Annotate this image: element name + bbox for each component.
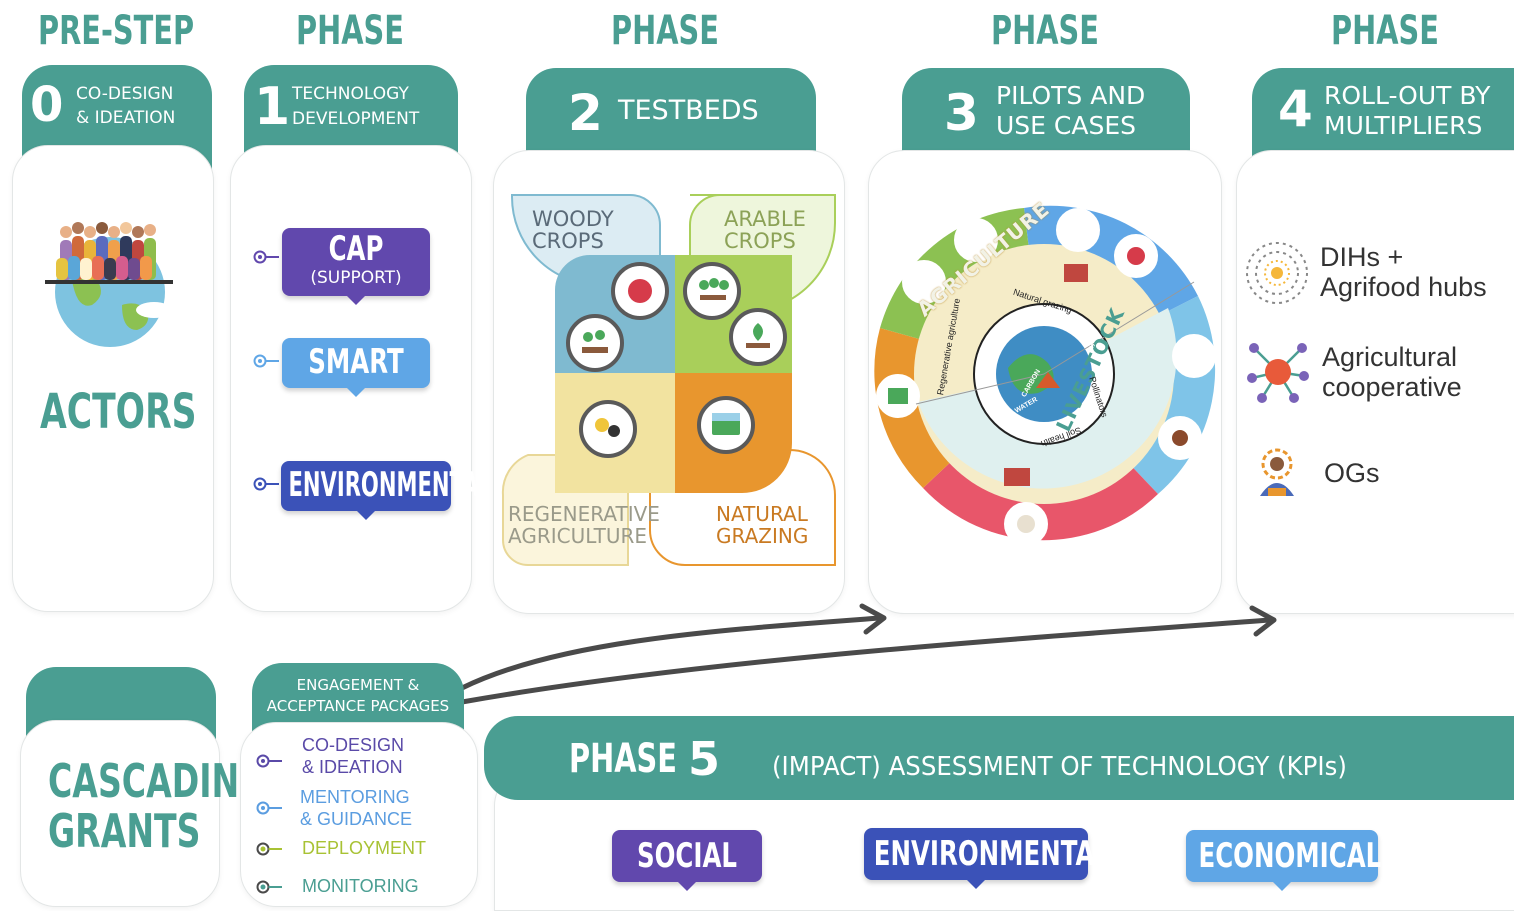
engagement-tab-line1: ENGAGEMENT &	[296, 676, 420, 694]
prestep-header: PRE-STEP	[38, 8, 195, 54]
phase3-label-line1: PILOTS AND	[996, 81, 1146, 110]
engagement-mentoring-pin-icon	[256, 801, 282, 815]
phase4-header: PHASE	[1331, 8, 1439, 54]
phase1-label-line2: DEVELOPMENT	[292, 109, 420, 129]
natural-grazing-label: NATURAL GRAZING	[716, 503, 808, 547]
phase2-header: PHASE	[611, 8, 719, 54]
phase1-header: PHASE	[296, 8, 404, 54]
engagement-mentoring-line2: & GUIDANCE	[300, 809, 413, 829]
cascading-grants-card	[20, 720, 220, 907]
social-kpi-badge: SOCIAL	[612, 830, 762, 891]
testbeds-quadrant-diagram	[501, 194, 836, 566]
phase1-number: 1	[254, 77, 291, 137]
engagement-monitoring-pin-icon	[256, 880, 282, 894]
regen-label-line2: AGRICULTURE	[508, 524, 648, 548]
cooperative-label-line2: cooperative	[1322, 372, 1462, 402]
phase5-title: (IMPACT) ASSESSMENT OF TECHNOLOGY (KPIs)	[772, 752, 1347, 782]
cap-label: CAP	[328, 229, 384, 269]
dih-label-line2: Agrifood hubs	[1320, 272, 1487, 302]
cascading-line2: GRANTS	[48, 804, 201, 858]
smart-connector-icon	[253, 354, 279, 368]
phase5-number: 5	[688, 732, 721, 786]
cap-sublabel: (SUPPORT)	[310, 268, 402, 288]
natural-label-line1: NATURAL	[716, 502, 808, 526]
regenerative-agriculture-label: REGENERATIVE AGRICULTURE	[508, 503, 660, 547]
phase3-number: 3	[944, 84, 979, 142]
regen-label-line1: REGENERATIVE	[508, 502, 660, 526]
phase5-banner	[484, 716, 1514, 800]
cap-connector-icon	[253, 250, 279, 264]
ogs-label: OGs	[1324, 458, 1380, 488]
engagement-codesign-line2: & IDEATION	[302, 757, 403, 777]
actors-label: ACTORS	[40, 384, 197, 440]
environmental-kpi-label: ENVIRONMENTAL	[873, 834, 1111, 874]
operational-groups-icon	[1260, 448, 1294, 496]
environmental-kpi-badge: ENVIRONMENTAL	[864, 828, 1111, 889]
phase2-label: TESTBEDS	[618, 95, 759, 126]
phase1-label-line1: TECHNOLOGY	[292, 84, 409, 104]
phase4-label-line1: ROLL-OUT BY	[1324, 81, 1491, 110]
woody-label-line1: WOODY	[532, 207, 614, 231]
dih-label-line1: DIHs +	[1320, 242, 1404, 272]
woody-crops-label: WOODY CROPS	[532, 208, 614, 252]
phase4-number: 4	[1278, 80, 1313, 138]
phase3-header: PHASE	[991, 8, 1099, 54]
phase3-label-line2: USE CASES	[996, 111, 1137, 140]
phase0-label-line2: & IDEATION	[76, 108, 176, 128]
engagement-deployment-pin-icon	[256, 842, 282, 856]
engagement-codesign-pin-icon	[256, 754, 282, 768]
cascading-line1: CASCADING	[48, 754, 267, 808]
arable-label-line1: ARABLE	[724, 207, 806, 231]
engagement-monitoring-label: MONITORING	[302, 876, 419, 896]
phase5-label: PHASE	[569, 736, 677, 782]
phase0-card	[12, 145, 214, 612]
engagement-card	[240, 722, 478, 907]
engagement-deployment-label: DEPLOYMENT	[302, 838, 427, 858]
economical-kpi-badge: ECONOMICAL	[1186, 830, 1382, 891]
social-kpi-label: SOCIAL	[636, 836, 738, 876]
arable-label-line2: CROPS	[724, 229, 796, 253]
cooperative-label-line1: Agricultural	[1322, 342, 1458, 372]
phase0-label-line1: CO-DESIGN	[76, 84, 174, 104]
phase4-label-line2: MULTIPLIERS	[1324, 111, 1483, 140]
dih-hub-icon	[1246, 242, 1308, 304]
phase0-number: 0	[30, 77, 64, 133]
agriculture-livestock-wheel	[874, 205, 1216, 546]
arable-crops-label: ARABLE CROPS	[724, 208, 806, 252]
engagement-codesign-line1: CO-DESIGN	[302, 735, 405, 755]
actors-globe-illustration	[45, 222, 173, 347]
environmental-connector-icon	[253, 477, 279, 491]
engagement-mentoring-line1: MENTORING	[300, 787, 410, 807]
cap-support-badge: CAP (SUPPORT)	[282, 228, 430, 305]
engagement-tab-line2: ACCEPTANCE PACKAGES	[266, 697, 450, 715]
phase2-number: 2	[568, 84, 603, 142]
natural-label-line2: GRAZING	[716, 524, 809, 548]
cascading-grants-label: CASCADING GRANTS	[48, 754, 267, 858]
cooperative-network-icon	[1247, 343, 1309, 403]
woody-label-line2: CROPS	[532, 229, 604, 253]
smart-badge: SMART	[282, 338, 430, 397]
smart-label: SMART	[308, 342, 404, 382]
economical-kpi-label: ECONOMICAL	[1198, 836, 1382, 876]
